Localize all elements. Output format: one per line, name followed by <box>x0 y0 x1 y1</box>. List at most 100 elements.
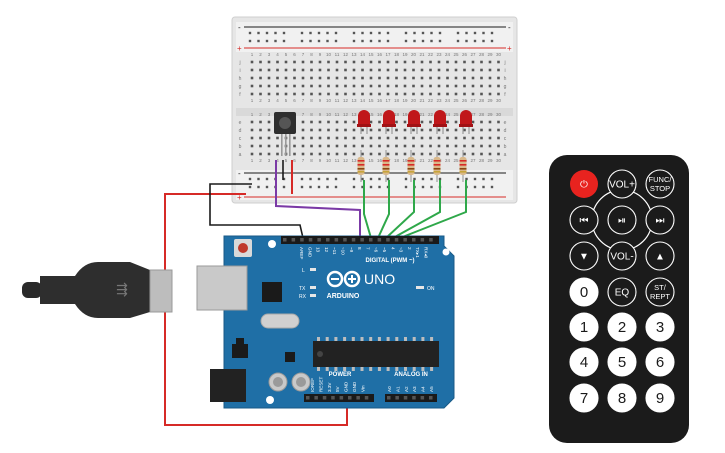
remote-button-3[interactable]: 3 <box>645 312 675 342</box>
led-5[interactable] <box>459 110 473 134</box>
column-label: 9 <box>319 52 322 57</box>
column-label: 9 <box>319 98 322 103</box>
rail-plus-label: + <box>237 44 242 53</box>
remote-button-8[interactable]: 8 <box>607 383 637 413</box>
usb-b-port[interactable] <box>196 265 248 311</box>
column-label: 25 <box>453 158 459 163</box>
digital-header <box>281 236 439 244</box>
remote-button-power[interactable]: ⏻ <box>570 170 598 198</box>
board-model: UNO <box>364 271 395 287</box>
column-label: 18 <box>394 158 400 163</box>
wire-green-5[interactable] <box>399 180 467 239</box>
column-label: 29 <box>487 98 493 103</box>
remote-button-6[interactable]: 6 <box>645 347 675 377</box>
remote-button-7[interactable]: 7 <box>569 383 599 413</box>
resistor-4[interactable] <box>433 150 441 182</box>
remote-button-1[interactable]: 1 <box>569 312 599 342</box>
column-label: 21 <box>419 98 425 103</box>
wire-green-1[interactable] <box>363 180 372 239</box>
power-pin-label: IOREF <box>310 378 315 392</box>
column-label: 30 <box>496 98 502 103</box>
led-3[interactable] <box>407 110 421 134</box>
column-label: 10 <box>326 112 332 117</box>
row-label: f <box>239 92 241 98</box>
rail-minus-label-bottom: - <box>238 169 241 178</box>
column-label: 11 <box>335 98 340 103</box>
on-label: ON <box>427 286 435 292</box>
analog-header-label: ANALOG IN <box>394 372 428 378</box>
digital-pin-label: ~5 <box>382 247 387 253</box>
column-label: 12 <box>343 52 349 57</box>
column-label: 21 <box>419 52 425 57</box>
remote-button-down[interactable]: ▼ <box>569 241 599 271</box>
remote-button-next[interactable]: ⏭ <box>645 205 675 235</box>
analog-pin-label: A5 <box>429 386 434 392</box>
rail-minus-label: - <box>238 23 241 32</box>
column-label: 28 <box>479 52 485 57</box>
remote-button-play-pause[interactable]: ⏯ <box>607 205 637 235</box>
column-label: 19 <box>402 112 408 117</box>
remote-button-vol-up[interactable]: VOL+ <box>607 169 637 199</box>
column-label: 15 <box>368 98 374 103</box>
remote-button-5[interactable]: 5 <box>607 347 637 377</box>
wire-purple-signal[interactable] <box>275 160 361 238</box>
wire-red-5v[interactable] <box>164 193 348 426</box>
led-1[interactable] <box>357 110 371 134</box>
column-label: 6 <box>293 52 296 57</box>
remote-button-4[interactable]: 4 <box>569 347 599 377</box>
power-pin-label: GND <box>344 381 349 392</box>
resistor-2[interactable] <box>382 150 390 182</box>
row-label: b <box>239 144 242 150</box>
digital-pin-label: 2 <box>407 247 412 250</box>
led-rx-label: RX <box>299 294 307 300</box>
led-2[interactable] <box>382 110 396 134</box>
resistor-5[interactable] <box>459 150 467 182</box>
column-label: 10 <box>326 98 332 103</box>
analog-pin-label: A0 <box>387 386 392 392</box>
ir-receiver[interactable] <box>274 112 296 156</box>
remote-button-st-rept[interactable]: ST/REPT <box>645 277 675 307</box>
remote-button-prev[interactable]: ⏮ <box>569 205 599 235</box>
digital-pin-label: GND <box>307 247 312 258</box>
remote-button-vol-down[interactable]: VOL- <box>607 241 637 271</box>
digital-pin-label: 12 <box>324 247 329 253</box>
resistor-1[interactable] <box>357 150 365 182</box>
row-label: c <box>504 136 507 142</box>
column-label: 4 <box>276 52 279 57</box>
column-label: 1 <box>251 52 254 57</box>
wire-green-3[interactable] <box>385 180 415 239</box>
wire-green-2[interactable] <box>377 180 390 239</box>
column-label: 16 <box>377 112 383 117</box>
column-label: 23 <box>436 52 442 57</box>
resistor-3[interactable] <box>407 150 415 182</box>
reset-button-cap[interactable] <box>238 243 248 253</box>
wire-green-4[interactable] <box>392 180 441 239</box>
remote-button-0[interactable]: 0 <box>569 277 599 307</box>
power-pin-label: GND <box>352 381 357 392</box>
remote-button-2[interactable]: 2 <box>607 312 637 342</box>
column-label: 2 <box>259 52 262 57</box>
digital-pin-label: ~6 <box>374 247 379 253</box>
row-label: d <box>239 128 242 134</box>
column-label: 13 <box>351 158 357 163</box>
column-label: 3 <box>268 158 271 163</box>
remote-button-9[interactable]: 9 <box>645 383 675 413</box>
remote-button-eq[interactable]: EQ <box>607 277 637 307</box>
breadboard-holes <box>250 60 500 156</box>
center-channel <box>236 108 513 116</box>
rail-plus-label-right: + <box>507 44 512 53</box>
remote-button-func-stop[interactable]: FUNC/STOP <box>645 169 675 199</box>
led-4[interactable] <box>433 110 447 134</box>
column-label: 18 <box>394 98 400 103</box>
digital-pin-label: TX▸1 <box>415 247 420 258</box>
column-label: 25 <box>453 98 459 103</box>
column-label: 28 <box>479 158 485 163</box>
column-label: 10 <box>326 52 332 57</box>
column-label: 7 <box>302 52 305 57</box>
remote-button-up[interactable]: ▲ <box>645 241 675 271</box>
dc-jack[interactable] <box>210 369 246 402</box>
